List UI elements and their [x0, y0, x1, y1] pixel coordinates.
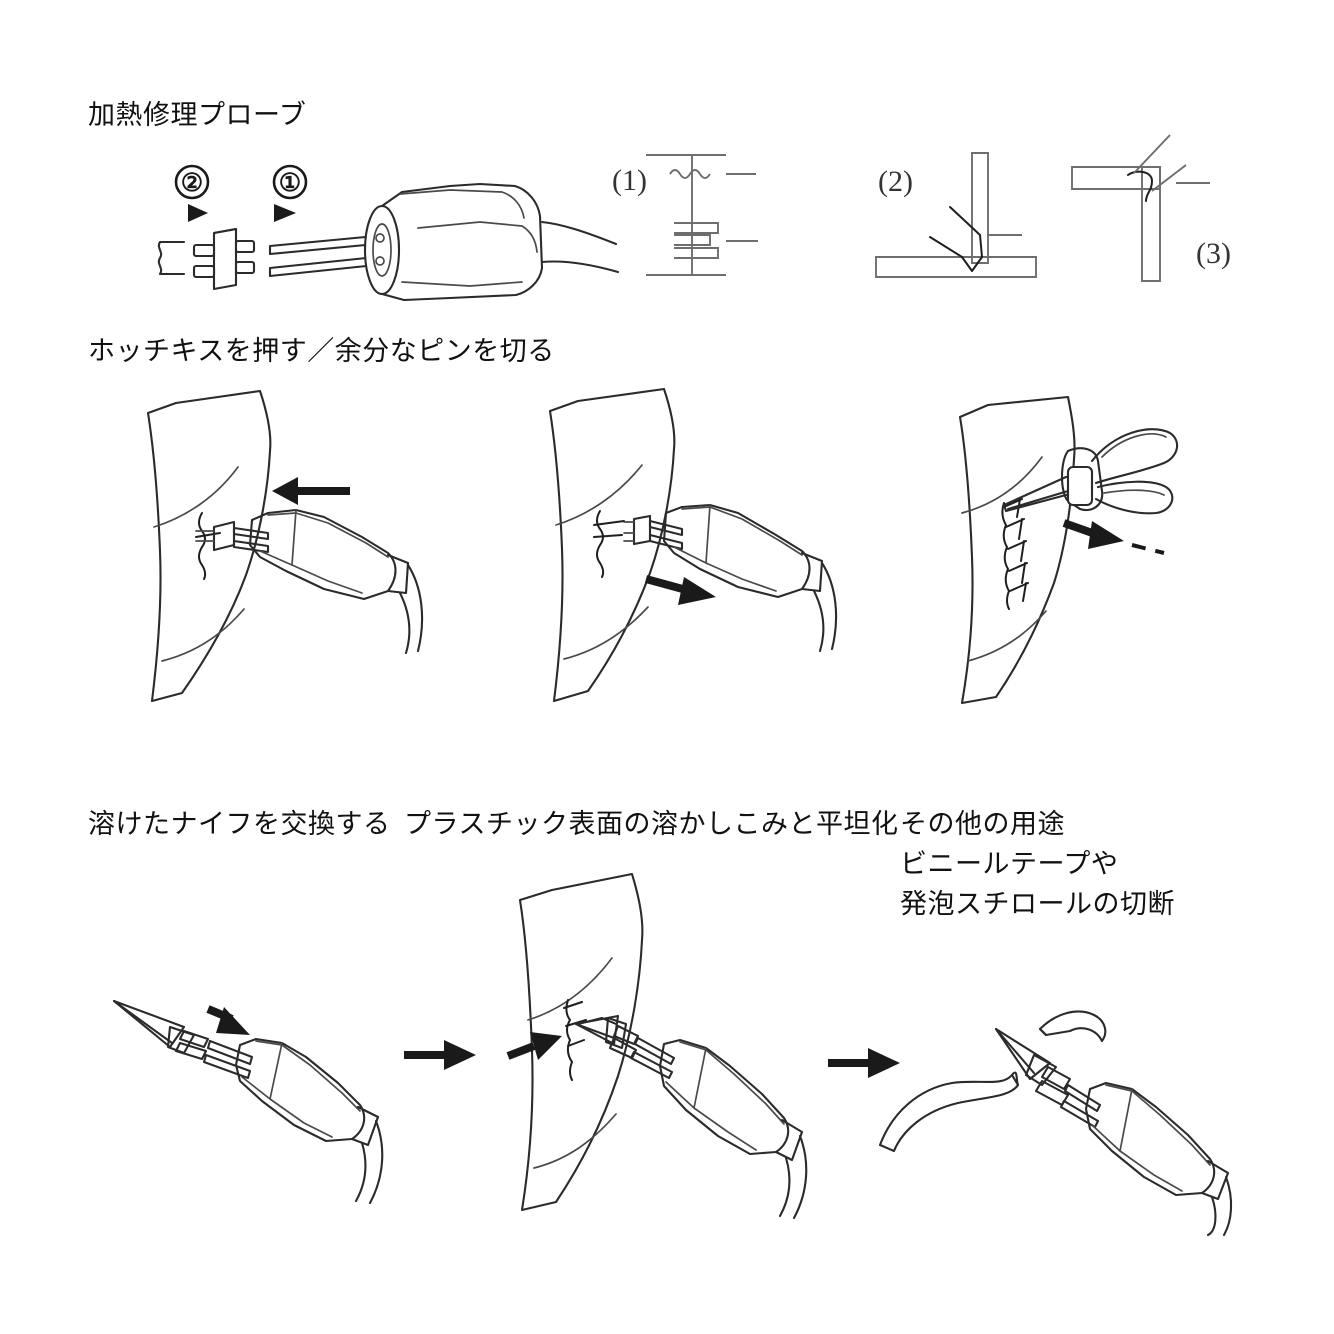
panel-crack-with-staple — [593, 510, 625, 578]
melting-knife-blade — [994, 1027, 1072, 1107]
detail-diagram-1: (1) — [606, 145, 796, 285]
heated-probe-tool — [1084, 1081, 1233, 1237]
probe-prongs — [648, 519, 684, 551]
probe-prongs — [1059, 1083, 1102, 1129]
section-heading-replace-knife: 溶けたナイフを交換する — [88, 809, 391, 839]
repaired-plastic-panel — [958, 395, 1076, 705]
step-marker-2: ② — [174, 164, 210, 200]
arrow-melt-icon — [506, 1032, 562, 1060]
other-uses-line-1: その他の用途 — [900, 809, 1065, 839]
other-uses-line-2: ビニールテープや — [900, 849, 1119, 879]
arrow-insert-staple-icon — [188, 204, 208, 222]
heated-probe-tool — [234, 1037, 384, 1205]
staple-magazine-block — [192, 227, 256, 291]
probe-prongs — [232, 526, 270, 554]
svg-text:②: ② — [181, 169, 203, 197]
separator-arrow-2 — [822, 1040, 912, 1086]
panel-crack — [195, 512, 221, 580]
detail-diagram-3: (3) — [1064, 134, 1264, 293]
melting-knife-blade — [112, 999, 210, 1061]
arrow-press-left-icon — [272, 477, 350, 505]
detail-label-1: (1) — [612, 164, 647, 197]
heated-probe-tool — [248, 508, 424, 655]
panel-cut-tape — [862, 985, 1233, 1237]
arrow-cut-direction-icon — [1062, 519, 1165, 555]
probe-prongs — [202, 1039, 254, 1080]
arrow-attach-icon — [206, 1005, 250, 1035]
panel-attach-melting-knife — [110, 965, 410, 1225]
probe-prongs — [268, 234, 378, 278]
heated-probe-tool — [662, 503, 838, 653]
section-heading-melt-and-flatten: プラスチック表面の溶かしこみと平坦化 — [404, 809, 899, 839]
panel-probe-and-staple-assembly: ② ① — [150, 150, 620, 302]
staple-on-prongs — [623, 514, 652, 546]
cracked-plastic-panel — [518, 872, 644, 1212]
detail-diagram-2: (2) — [875, 145, 1066, 285]
staple-row — [1001, 498, 1029, 610]
section-heading-press-and-cut: ホッチキスを押す／余分なピンを切る — [88, 336, 555, 366]
panel-melt-surface — [486, 868, 816, 1238]
arrow-withdraw-right-icon — [644, 575, 716, 605]
cracked-plastic-panel — [548, 387, 676, 703]
panel-withdraw-tool — [512, 385, 852, 705]
cracked-plastic-panel — [146, 389, 272, 703]
step-marker-1: ① — [272, 164, 308, 200]
separator-arrow-1 — [398, 1032, 488, 1078]
panel-cut-excess-pins — [916, 395, 1236, 705]
vinyl-tape-strip-upper — [1038, 1010, 1107, 1043]
detail-label-3: (3) — [1196, 237, 1231, 270]
section-heading-heated-repair-probe: 加熱修理プローブ — [88, 100, 307, 130]
cutting-pliers — [1002, 428, 1179, 515]
arrow-insert-prongs-icon — [274, 204, 296, 222]
staple-clip-bracket — [157, 240, 186, 276]
other-uses-line-3: 発泡スチロールの切断 — [900, 889, 1175, 919]
vinyl-tape-strip-lower — [878, 1071, 1020, 1153]
svg-text:①: ① — [279, 169, 301, 197]
panel-press-staple-in — [100, 385, 440, 705]
heated-probe-tool — [658, 1038, 808, 1220]
heated-probe-tool-body — [363, 182, 620, 302]
detail-label-2: (2) — [878, 165, 913, 198]
